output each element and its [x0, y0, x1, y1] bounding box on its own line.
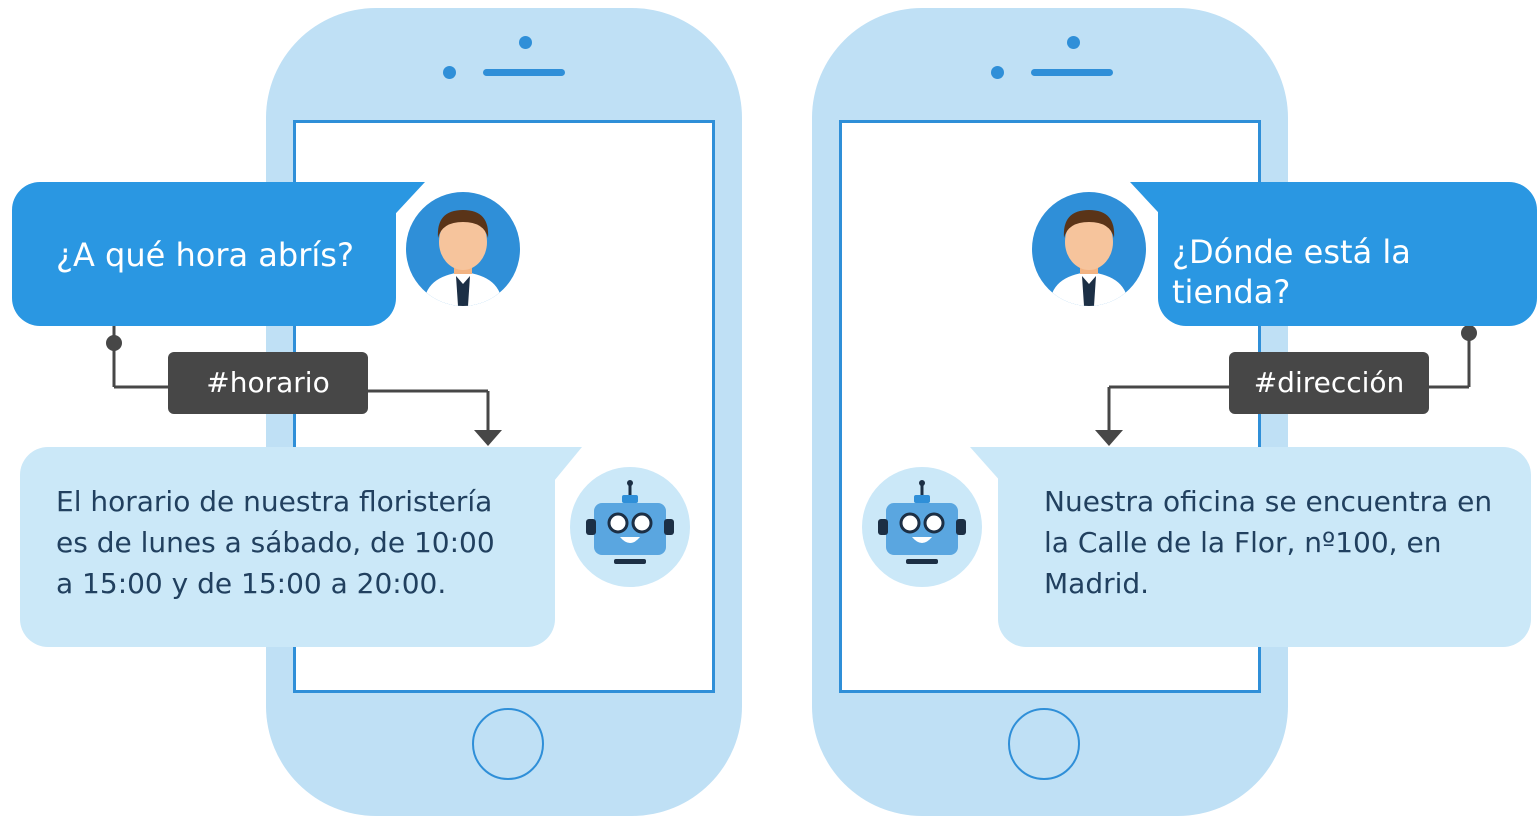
phone-camera-dot	[519, 36, 532, 49]
connector-dot	[106, 335, 122, 351]
phone-sensor-dot	[991, 66, 1004, 79]
man-avatar-icon	[406, 192, 520, 306]
man-avatar-icon	[1032, 192, 1146, 306]
intent-tag-text: #horario	[206, 366, 330, 399]
user-message-text: ¿A qué hora abrís?	[56, 236, 354, 274]
phone-sensor-dot	[443, 66, 456, 79]
phone-camera-dot	[1067, 36, 1080, 49]
bot-reply-bubble: Nuestra oficina se encuentra en la Calle…	[998, 447, 1531, 647]
user-message-text: ¿Dónde está la tienda?	[1172, 233, 1411, 311]
intent-tag-text: #dirección	[1253, 366, 1405, 399]
intent-tag: #horario	[168, 352, 368, 414]
bot-reply-bubble: El horario de nuestra floristería es de …	[20, 447, 555, 647]
user-message-bubble: ¿Dónde está la tienda?	[1158, 182, 1537, 326]
phone-speaker	[1031, 69, 1113, 76]
connector-arrowhead	[1095, 430, 1123, 446]
phone-home-button	[1008, 708, 1080, 780]
phone-home-button	[472, 708, 544, 780]
connector-arrowhead	[474, 430, 502, 446]
bot-reply-text: Nuestra oficina se encuentra en la Calle…	[1044, 485, 1493, 600]
user-message-bubble: ¿A qué hora abrís?	[12, 182, 396, 326]
intent-tag: #dirección	[1229, 352, 1429, 414]
connector-dot	[1461, 325, 1477, 341]
phone-speaker	[483, 69, 565, 76]
robot-avatar-icon	[862, 467, 982, 587]
robot-avatar-icon	[570, 467, 690, 587]
bot-reply-text: El horario de nuestra floristería es de …	[56, 485, 495, 600]
